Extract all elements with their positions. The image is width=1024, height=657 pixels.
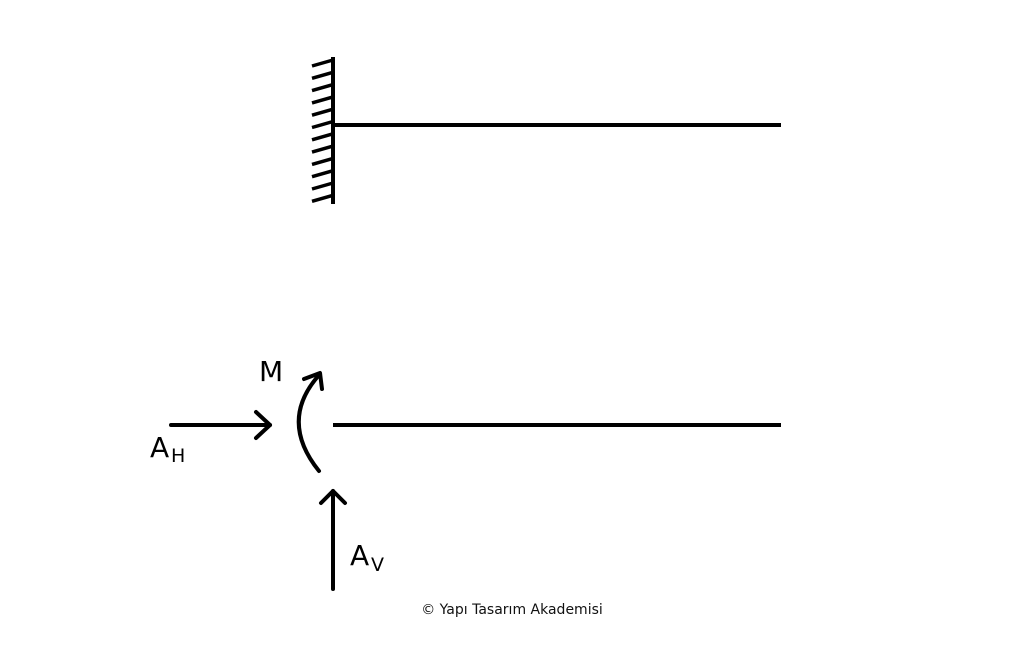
horizontal-reaction-arrow: [169, 410, 272, 440]
hatch-line: [311, 82, 334, 93]
vertical-reaction-arrow: [319, 489, 347, 591]
vertical-reaction-label: A: [350, 539, 369, 572]
hatch-line: [311, 95, 334, 105]
fixed-support-diagram: [311, 57, 781, 204]
hatch-line: [311, 132, 334, 142]
hatch-line: [311, 181, 334, 191]
moment-arrow: [296, 371, 324, 473]
hatch-line: [311, 70, 334, 80]
hatch-line: [311, 119, 334, 130]
support-hatching: [311, 58, 334, 203]
hatch-line: [311, 144, 334, 154]
copyright-notice: © Yapı Tasarım Akademisi: [421, 602, 603, 618]
horizontal-reaction-label: A: [150, 431, 169, 464]
vertical-reaction-subscript: V: [371, 554, 384, 576]
hatch-line: [311, 156, 334, 167]
moment-label: M: [259, 355, 283, 388]
free-body-diagram: M A H A V: [150, 355, 781, 591]
horizontal-reaction-subscript: H: [171, 445, 185, 467]
hatch-line: [311, 193, 334, 203]
hatch-line: [311, 58, 334, 68]
hatch-line: [311, 169, 334, 179]
hatch-line: [311, 107, 334, 117]
